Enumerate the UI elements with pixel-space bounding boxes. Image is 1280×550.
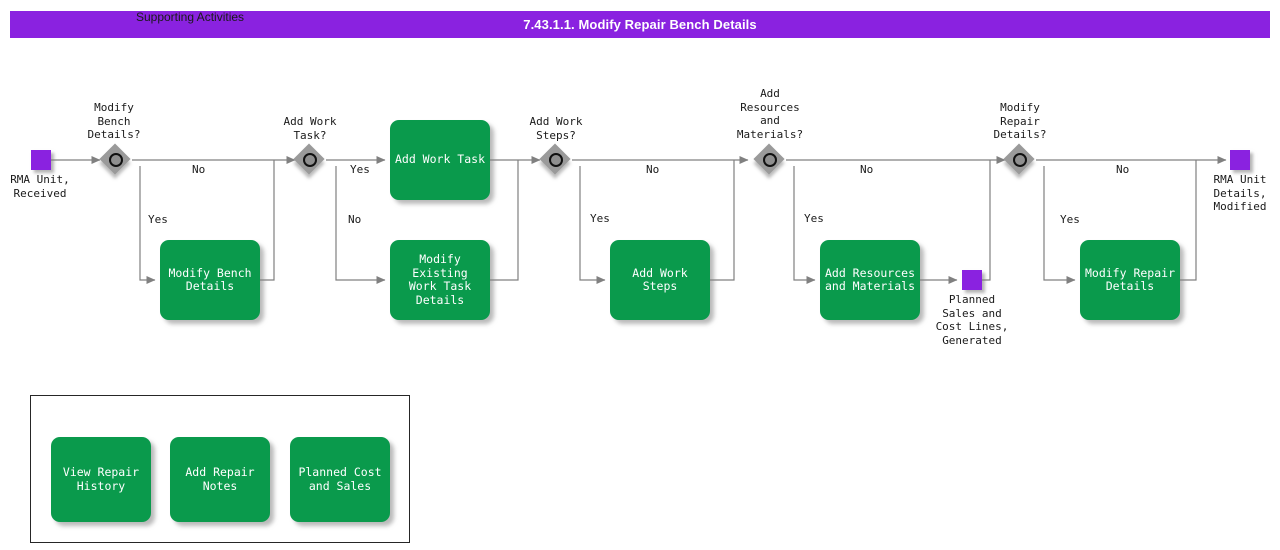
gateway-add-resources-and-materials-label: Add Resources and Materials?	[736, 87, 804, 141]
flow-label-branch5-no: No	[1116, 163, 1130, 176]
start-event-rma-unit-received[interactable]	[31, 150, 51, 170]
end-event-label: RMA Unit Details, Modified	[1213, 173, 1267, 213]
flow-label-branch4-yes: Yes	[804, 212, 824, 225]
flow-gw2-no	[335, 166, 386, 284]
gateway-modify-bench-details-label: Modify Bench Details?	[87, 101, 141, 141]
supporting-activities-title: Supporting Activities	[135, 10, 245, 24]
gateway-modify-repair-details-label: Modify Repair Details?	[993, 101, 1047, 141]
intermediate-event-planned-sales-and-cost-lines-generated[interactable]	[962, 270, 982, 290]
start-event-label: RMA Unit, Received	[10, 173, 70, 200]
flow-task-mewtd-merge	[490, 160, 519, 281]
flow-label-branch3-no: No	[646, 163, 660, 176]
flow-label-branch2-yes: Yes	[350, 163, 370, 176]
flow-label-branch1-yes: Yes	[148, 213, 168, 226]
support-task-planned-cost-and-sales[interactable]: Planned Cost and Sales	[290, 437, 390, 522]
gateway-modify-repair-details[interactable]	[1003, 143, 1036, 176]
end-event-rma-unit-details-modified[interactable]	[1230, 150, 1250, 170]
support-task-view-repair-history[interactable]: View Repair History	[51, 437, 151, 522]
gateway-inclusive-circle-icon	[549, 153, 563, 167]
task-modify-existing-work-task-details[interactable]: Modify Existing Work Task Details	[390, 240, 490, 320]
gateway-inclusive-circle-icon	[763, 153, 777, 167]
gateway-add-resources-and-materials[interactable]	[753, 143, 786, 176]
flow-label-branch3-yes: Yes	[590, 212, 610, 225]
flow-event-merge	[982, 160, 991, 281]
flow-label-branch4-no: No	[860, 163, 874, 176]
task-modify-bench-details[interactable]: Modify Bench Details	[160, 240, 260, 320]
flow-gw3-yes	[579, 166, 606, 284]
task-modify-repair-details[interactable]: Modify Repair Details	[1080, 240, 1180, 320]
support-task-add-repair-notes[interactable]: Add Repair Notes	[170, 437, 270, 522]
gateway-add-work-steps[interactable]	[539, 143, 572, 176]
flow-label-branch1-no: No	[192, 163, 206, 176]
flow-task1-merge	[260, 160, 275, 281]
flow-gw4-yes	[793, 166, 816, 284]
task-add-resources-and-materials[interactable]: Add Resources and Materials	[820, 240, 920, 320]
gateway-add-work-task-label: Add Work Task?	[283, 115, 337, 142]
gateway-modify-bench-details[interactable]	[99, 143, 132, 176]
gateway-inclusive-circle-icon	[303, 153, 317, 167]
flow-label-branch2-no: No	[348, 213, 362, 226]
task-add-work-steps[interactable]: Add Work Steps	[610, 240, 710, 320]
flow-gw5-yes	[1043, 166, 1076, 284]
gateway-inclusive-circle-icon	[109, 153, 123, 167]
gateway-add-work-task[interactable]	[293, 143, 326, 176]
flow-task3-merge	[710, 160, 735, 281]
flow-task5-merge	[1180, 160, 1197, 281]
gateway-inclusive-circle-icon	[1013, 153, 1027, 167]
page-title: 7.43.1.1. Modify Repair Bench Details	[523, 17, 757, 32]
task-add-work-task[interactable]: Add Work Task	[390, 120, 490, 200]
gateway-add-work-steps-label: Add Work Steps?	[529, 115, 583, 142]
intermediate-event-label: Planned Sales and Cost Lines, Generated	[935, 293, 1009, 347]
diagram-title-bar: 7.43.1.1. Modify Repair Bench Details	[10, 11, 1270, 38]
flow-label-branch5-yes: Yes	[1060, 213, 1080, 226]
flow-gw1-yes	[139, 166, 156, 284]
